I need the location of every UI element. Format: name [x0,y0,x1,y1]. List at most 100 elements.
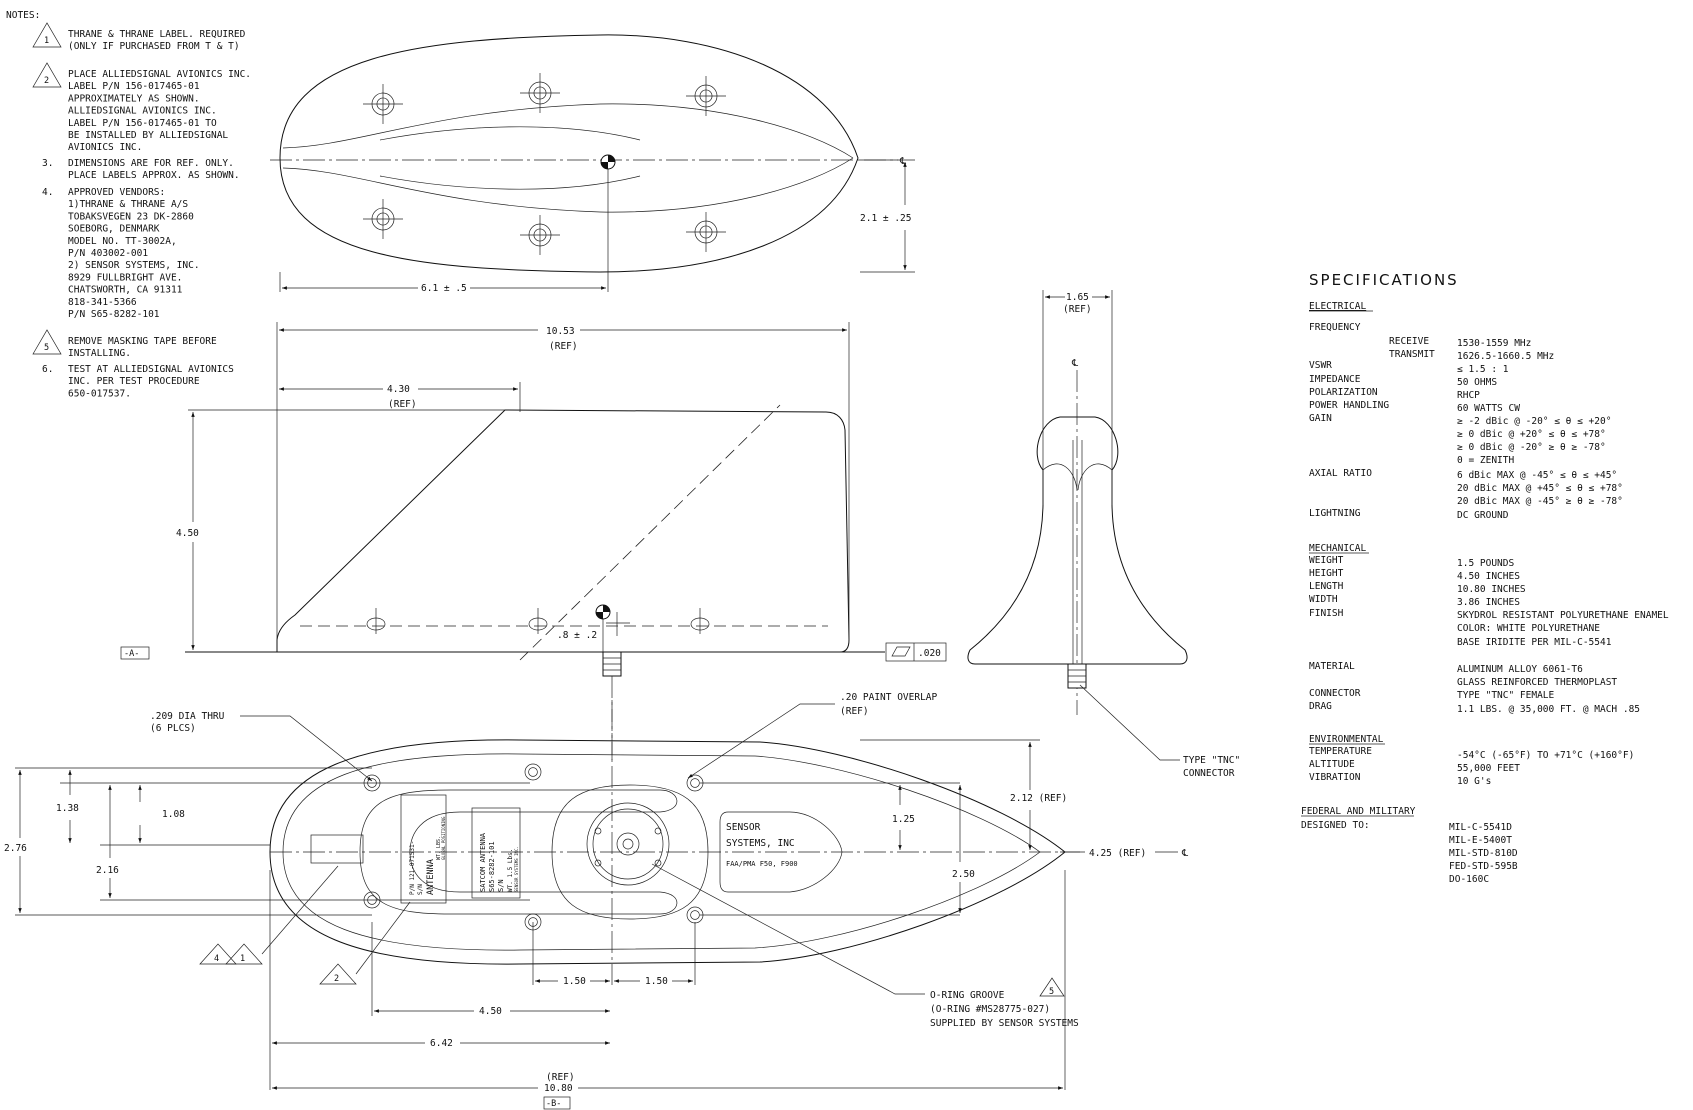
note-line: P/N 403002-001 [68,248,148,259]
note-line: SOEBORG, DENMARK [68,224,160,235]
dim-4-25: 4.25 (REF) [1089,848,1146,859]
spec-receive-label: RECEIVE [1389,336,1429,347]
flatness-symbol [891,646,911,657]
note-flag-number: 1 [44,36,49,46]
sensor-plate-outline [719,811,843,893]
note-line: APPROXIMATELY AS SHOWN. [68,93,200,104]
spec-designed-value-3: MIL-STD-810D [1449,848,1518,859]
spec-weight-label: WEIGHT [1309,555,1344,566]
bottom-view-oring-groove [586,802,670,886]
flag-1-triangle [225,943,263,965]
spec-axial-value-2: 20 dBic MAX @ +45° ≤ θ ≤ +78° [1457,483,1623,494]
sensor-plate-line-2: SYSTEMS, INC [726,838,795,849]
oring-leader [651,863,925,995]
spec-material-value-1: ALUMINUM ALLOY 6061-T6 [1457,664,1583,675]
spec-temperature-value: -54°C (-65°F) TO +71°C (+160°F) [1457,750,1634,761]
spec-length-label: LENGTH [1309,581,1344,592]
spec-power-label: POWER HANDLING [1309,400,1389,411]
note-line: MODEL NO. TT-3002A, [68,236,177,247]
spec-power-value: 60 WATTS CW [1457,403,1520,414]
top-view-dim-height: 2.1 ± .25 [860,213,911,224]
top-view: ℄ 2.1 ± .25 6.1 ± .5 [270,34,915,294]
side-view-outline [276,409,850,653]
dim-1-50-a: 1.50 [563,976,586,987]
spec-impedance-value: 50 OHMS [1457,377,1497,388]
top-view-inner-curve-4 [379,175,641,190]
paint-callout-line-2: (REF) [840,706,869,717]
note-line: AVIONICS INC. [68,142,142,153]
top-view-outline [279,34,859,273]
side-view-diagonal-dashed [519,404,781,661]
dim-1-50-b: 1.50 [645,976,668,987]
tnc-callout-line-1: TYPE "TNC" [1183,755,1240,766]
antenna-label-text: ANTENNA [426,859,436,895]
note-line: P/N S65-8282-101 [68,309,160,320]
oring-callout-line-2: (O-RING #MS28775-027) [930,1004,1050,1015]
side-view-holes [366,608,710,634]
top-view-inner-curve-1 [282,103,854,159]
dim-1-25: 1.25 [892,814,915,825]
spec-title: SPECIFICATIONS [1309,271,1459,289]
spec-vswr-value: ≤ 1.5 : 1 [1457,364,1509,375]
note-flag-triangle [32,329,62,355]
hole-callout-leader [240,715,373,782]
spec-width-value: 3.86 INCHES [1457,597,1520,608]
spec-temperature-label: TEMPERATURE [1309,746,1372,757]
mounting-hole [524,763,542,781]
spec-axial-label: AXIAL RATIO [1309,468,1372,479]
front-view-shoulder-left [1042,463,1078,491]
note-line: INSTALLING. [68,348,131,359]
spec-designed-value-1: MIL-C-5541D [1449,822,1512,833]
spec-lightning-value: DC GROUND [1457,510,1509,521]
flag-2-number: 2 [334,974,339,984]
note-line: LABEL P/N 156-017465-01 [68,81,200,92]
top-view-dim-width: 6.1 ± .5 [421,283,467,294]
flag-2-leader [355,901,411,975]
note-flag-triangle [32,62,62,88]
side-view-dim-length: 10.53 [546,326,575,337]
note-item: 3.DIMENSIONS ARE FOR REF. ONLY.PLACE LAB… [42,158,240,181]
side-view-dim-peak-ref: (REF) [388,399,417,410]
spec-material-value-2: GLASS REINFORCED THERMOPLAST [1457,677,1617,688]
mounting-hole [363,199,403,239]
specifications-table: SPECIFICATIONS ELECTRICAL FREQUENCY RECE… [1301,271,1669,885]
flatness-frame [885,642,947,662]
mounting-hole [520,215,560,255]
note-line: TEST AT ALLIEDSIGNAL AVIONICS [68,364,234,375]
spec-receive-value: 1530-1559 MHz [1457,338,1531,349]
antenna-label-gps: GLOBAL POSITIONING [441,816,446,860]
dim-4-50: 4.50 [479,1006,502,1017]
spec-axial-value-3: 20 dBic MAX @ -45° ≥ θ ≥ -78° [1457,496,1623,507]
satcom-label-maker: SENSOR SYSTEMS INC. [514,846,519,892]
top-view-inner-curve-2 [282,157,854,213]
spec-environmental-header: ENVIRONMENTAL [1309,734,1384,745]
spec-weight-value: 1.5 POUNDS [1457,558,1514,569]
note-line: TOBAKSVEGEN 23 DK-2860 [68,211,194,222]
spec-vswr-label: VSWR [1309,360,1332,371]
dim-2-50: 2.50 [952,869,975,880]
dim-1-38: 1.38 [56,803,79,814]
paint-callout-line-1: .20 PAINT OVERLAP [840,692,938,703]
note-line: REMOVE MASKING TAPE BEFORE [68,336,217,347]
mounting-hole [520,73,560,113]
note-flag-number: 5 [44,343,49,353]
spec-drag-label: DRAG [1309,701,1332,712]
satcom-label-pn: S65-8282-101 [488,841,496,892]
bottom-view-connector-screws [594,827,662,867]
flag-2-triangle [319,963,357,985]
spec-altitude-value: 55,000 FEET [1457,763,1520,774]
front-view-cl-symbol: ℄ [1071,358,1079,369]
note-line: APPROVED VENDORS: [68,187,165,198]
note-number: 6. [42,364,53,375]
spec-gain-value-1: ≥ -2 dBic @ -20° ≤ θ ≤ +20° [1457,416,1611,427]
dim-10-80: 10.80 [544,1083,573,1094]
flag-4-number: 4 [214,954,219,964]
note-line: PLACE ALLIEDSIGNAL AVIONICS INC. [68,69,251,80]
bottom-view-connector-pin [622,838,634,850]
note-flag-triangle [32,22,62,48]
alliedsignal-label [400,794,447,904]
spec-connector-label: CONNECTOR [1309,688,1361,699]
note-line: ALLIEDSIGNAL AVIONICS INC. [68,106,217,117]
